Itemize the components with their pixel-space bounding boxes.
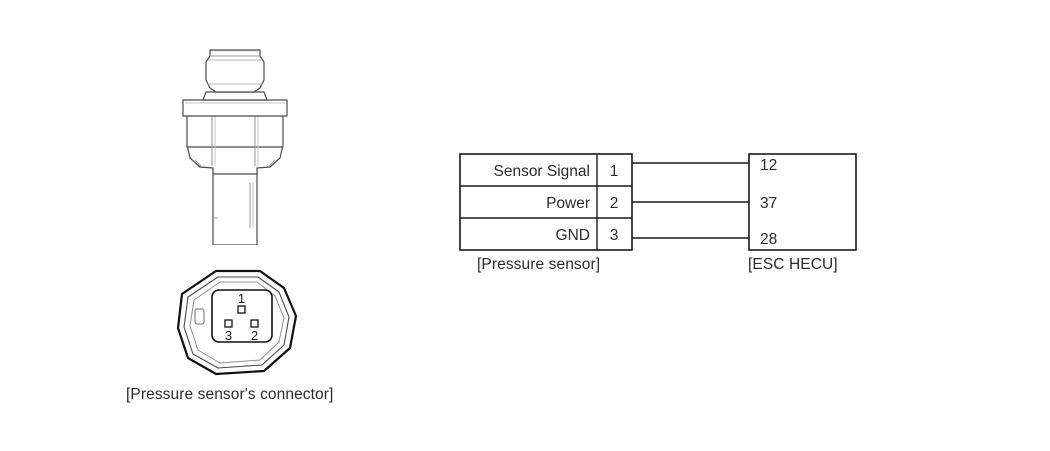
sensor-flange	[182, 99, 288, 117]
hecu-box-caption: [ESC HECU]	[748, 256, 838, 273]
hecu-box	[748, 153, 857, 251]
sensor-threaded-stem	[212, 167, 258, 245]
sensor-row-label-2: Power	[546, 195, 590, 212]
hecu-pin-2: 37	[760, 195, 777, 212]
hecu-pin-1: 12	[760, 157, 777, 174]
sensor-hex-chamfer	[186, 144, 284, 175]
connector-inner-ring	[183, 276, 290, 369]
sensor-hex-body	[186, 114, 284, 166]
sensor-box	[459, 153, 633, 251]
sensor-connector-cap	[205, 49, 265, 93]
sensor-box-caption: [Pressure sensor]	[477, 256, 601, 273]
sensor-row-label-1: Sensor Signal	[493, 163, 590, 180]
connector-pin-1-label: 1	[238, 291, 245, 306]
connector-cavity	[211, 289, 273, 343]
sensor-cap-riser	[202, 91, 268, 101]
pressure-sensor-illustration	[182, 49, 288, 245]
connector-pin-3	[224, 319, 233, 328]
connector-pin-2	[250, 319, 259, 328]
wiring-diagram: Sensor Signal Power GND 1 2 3 12 37 28	[459, 153, 857, 251]
connector-latch-notch	[194, 308, 205, 325]
sensor-pin-number-1: 1	[610, 163, 619, 180]
hecu-pin-3: 28	[760, 231, 777, 248]
connector-face-caption: [Pressure sensor's connector]	[126, 386, 334, 403]
connector-pin-3-label: 3	[225, 328, 232, 343]
sensor-pin-number-3: 3	[610, 227, 619, 244]
sensor-row-label-3: GND	[556, 227, 590, 244]
sensor-pin-number-2: 2	[610, 195, 619, 212]
pressure-sensor-connector-face: 1 3 2	[176, 269, 298, 376]
connector-pin-2-label: 2	[251, 328, 258, 343]
connector-pin-1	[237, 305, 246, 314]
